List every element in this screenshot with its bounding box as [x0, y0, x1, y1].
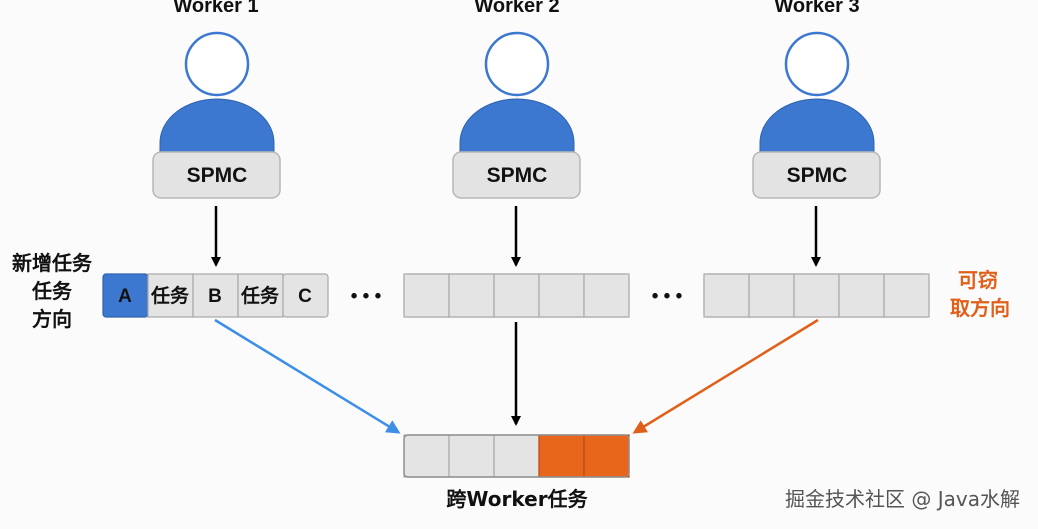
person-2-head-icon: [484, 31, 550, 97]
steal-label-line2: 取方向: [950, 296, 1010, 320]
spmc-label-1: SPMC: [187, 164, 248, 187]
queue1-cell-task: [237, 273, 284, 318]
ellipsis-2: • • •: [652, 286, 683, 307]
worker-1: Worker 1 SPMC: [152, 0, 281, 199]
arrow-queue3-to-shared: [632, 318, 819, 434]
shared-queue-frame: [403, 434, 630, 478]
shared-cell-stolen: [583, 434, 630, 478]
new-task-label-line3: 方向: [32, 307, 72, 331]
queue2-cell: [493, 273, 540, 318]
new-task-direction-label: 新增任务 任务 方向: [12, 251, 93, 331]
watermark: 掘金技术社区 @ Java水解: [785, 487, 1020, 511]
shared-cell: [403, 434, 450, 478]
queue3-cell: [883, 273, 930, 318]
shared-cell-stolen: [538, 434, 585, 478]
new-task-label-line1: 新增任务: [12, 251, 93, 275]
spmc-box-3: [752, 151, 881, 199]
queue3-cell: [838, 273, 885, 318]
worker-3-title: Worker 3: [774, 0, 859, 17]
person-3-body-icon: [759, 98, 875, 155]
queue1-cell-a-label: A: [118, 286, 132, 307]
queue2-cell: [538, 273, 585, 318]
cross-worker-queue: [403, 434, 630, 478]
queue1-cell-task: [147, 273, 194, 318]
arrow-queue1-to-shared: [214, 318, 401, 434]
queue1-cell-task-label: 任务: [150, 284, 190, 307]
queue3-cell: [703, 273, 750, 318]
steal-label-line1: 可窃: [958, 268, 998, 292]
queue1-cell-task-label: 任务: [240, 284, 280, 307]
spmc-label-2: SPMC: [487, 164, 548, 187]
queue2-cell: [403, 273, 450, 318]
spmc-box-2: [452, 151, 581, 199]
new-task-label-line2: 任务: [31, 279, 73, 303]
shared-cell: [448, 434, 495, 478]
worker-3: Worker 3 SPMC: [752, 0, 881, 199]
person-1-head-icon: [184, 31, 250, 97]
queue1-cell-b-label: B: [208, 286, 222, 307]
queue-1: A 任务 B 任务 C: [102, 273, 329, 318]
cross-worker-task-label: 跨Worker任务: [446, 487, 588, 511]
queue1-cell-c: [282, 273, 329, 318]
queue-2: [403, 273, 630, 318]
spmc-label-3: SPMC: [787, 164, 848, 187]
queue1-cell-c-label: C: [298, 286, 312, 307]
ellipsis-1: • • •: [351, 286, 382, 307]
person-2-body-icon: [459, 98, 575, 155]
queue2-cell: [448, 273, 495, 318]
worker-2: Worker 2 SPMC: [452, 0, 581, 199]
steal-direction-label: 可窃 取方向: [950, 268, 1010, 320]
worker-2-title: Worker 2: [474, 0, 559, 17]
queue3-cell: [793, 273, 840, 318]
person-1-body-icon: [159, 98, 275, 155]
worker-1-title: Worker 1: [173, 0, 258, 17]
queue3-cell: [748, 273, 795, 318]
queue-3: [703, 273, 930, 318]
shared-cell: [493, 434, 540, 478]
person-3-head-icon: [784, 31, 850, 97]
queue2-cell: [583, 273, 630, 318]
spmc-box-1: [152, 151, 281, 199]
